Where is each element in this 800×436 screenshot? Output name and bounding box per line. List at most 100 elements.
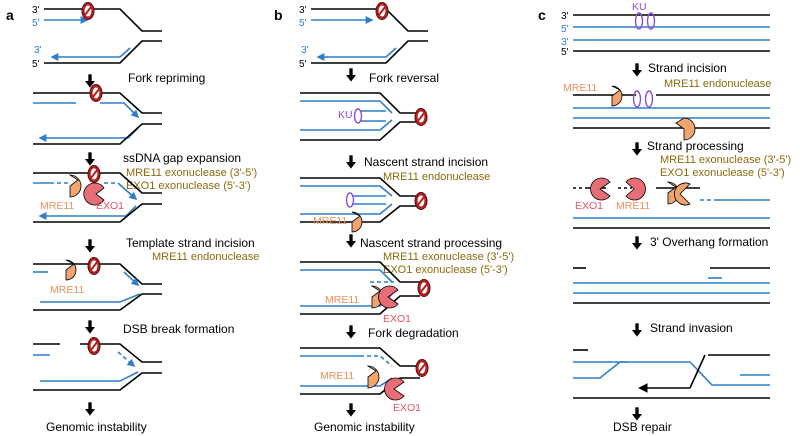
lesion-icon bbox=[89, 83, 103, 103]
protein-label-mre11: MRE11 bbox=[313, 215, 347, 227]
mre11-icon bbox=[68, 174, 82, 198]
down-arrow-icon bbox=[346, 68, 356, 82]
panel-a-stage2 bbox=[33, 83, 162, 145]
ku-icon bbox=[646, 12, 656, 30]
end-label-3prime: 3' bbox=[561, 37, 569, 48]
protein-label-mre11: MRE11 bbox=[320, 370, 354, 382]
step-label: Fork reversal bbox=[369, 71, 439, 85]
end-label-3prime: 3' bbox=[301, 45, 309, 56]
lesion-icon bbox=[415, 358, 429, 378]
panel-a-stage1-fork: 3' 5' 3' 5' bbox=[32, 1, 162, 70]
end-label-3prime: 3' bbox=[561, 11, 569, 22]
end-label-5prime: 5' bbox=[561, 24, 569, 35]
protein-label-exo1: EXO1 bbox=[96, 200, 124, 212]
exo1-icon bbox=[378, 285, 399, 309]
protein-label-ku: KU bbox=[338, 109, 353, 121]
down-arrow-icon bbox=[346, 234, 356, 248]
panel-c-stage4 bbox=[573, 267, 770, 304]
exo1-icon bbox=[590, 177, 611, 201]
ku-icon bbox=[644, 90, 654, 108]
panel-c: c 3' 5' 3' 5' KU Strand incision MRE11 e… bbox=[538, 1, 791, 434]
enzyme-note: EXO1 exonuclease (5'-3') bbox=[126, 180, 251, 192]
ku-icon bbox=[353, 108, 363, 124]
exo1-icon bbox=[625, 177, 646, 201]
panel-c-stage3: EXO1 MRE11 bbox=[573, 177, 770, 229]
step-label: Nascent strand incision bbox=[364, 155, 488, 169]
protein-label-mre11: MRE11 bbox=[50, 284, 84, 296]
down-arrow-icon bbox=[85, 402, 95, 416]
panel-b-label: b bbox=[274, 7, 283, 23]
step-label: Fork degradation bbox=[368, 326, 459, 340]
lesion-icon bbox=[87, 336, 101, 356]
down-arrow-icon bbox=[346, 325, 356, 339]
lesion-icon bbox=[417, 278, 431, 298]
protein-label-mre11: MRE11 bbox=[616, 200, 650, 212]
step-label: Fork repriming bbox=[128, 71, 205, 85]
down-arrow-icon bbox=[632, 236, 642, 250]
enzyme-note: MRE11 exonuclease (3'-5') bbox=[126, 167, 257, 179]
step-label: Genomic instability bbox=[314, 420, 415, 434]
protein-label-mre11: MRE11 bbox=[563, 82, 597, 94]
panel-c-label: c bbox=[538, 7, 546, 23]
panel-b-stage5: MRE11 EXO1 bbox=[300, 347, 429, 414]
down-arrow-icon bbox=[632, 63, 642, 77]
step-label: Strand invasion bbox=[650, 321, 733, 335]
step-label: Template strand incision bbox=[126, 236, 255, 250]
end-label-3prime: 3' bbox=[299, 5, 307, 16]
mre11-icon bbox=[674, 182, 691, 206]
step-label: Genomic instability bbox=[46, 420, 147, 434]
down-arrow-icon bbox=[85, 152, 95, 166]
protein-label-exo1: EXO1 bbox=[383, 313, 411, 325]
mre11-icon bbox=[366, 365, 380, 389]
step-label: Strand incision bbox=[648, 61, 727, 75]
ku-icon bbox=[634, 12, 644, 30]
panel-b-stage2: KU bbox=[300, 92, 428, 141]
down-arrow-icon bbox=[346, 403, 356, 417]
step-label: DSB repair bbox=[613, 420, 672, 434]
enzyme-note: MRE11 exonuclease (3'-5') bbox=[383, 251, 514, 263]
down-arrow-icon bbox=[85, 320, 95, 334]
panel-a-stage4: MRE11 bbox=[33, 256, 162, 311]
panel-b-stage3: MRE11 bbox=[300, 177, 428, 233]
step-label: ssDNA gap expansion bbox=[123, 151, 241, 165]
lesion-icon bbox=[81, 1, 95, 21]
end-label-5prime: 5' bbox=[561, 47, 569, 58]
lesion-icon bbox=[87, 164, 101, 184]
end-label-5prime: 5' bbox=[32, 59, 40, 70]
down-arrow-icon bbox=[632, 407, 642, 421]
ku-icon bbox=[632, 90, 642, 108]
panel-a: a 3' 5' 3' 5' Fork repriming ssDNA gap e… bbox=[6, 1, 259, 434]
protein-label-mre11: MRE11 bbox=[325, 294, 359, 306]
mre11-icon bbox=[675, 117, 696, 141]
enzyme-note: EXO1 exonuclease (5'-3') bbox=[383, 264, 508, 276]
panel-a-label: a bbox=[6, 7, 14, 23]
end-label-5prime: 5' bbox=[299, 59, 307, 70]
end-label-3prime: 3' bbox=[32, 5, 40, 16]
step-label: DSB break formation bbox=[123, 322, 234, 336]
protein-label-ku: KU bbox=[632, 1, 647, 13]
protein-label-mre11: MRE11 bbox=[40, 200, 74, 212]
enzyme-note: MRE11 exonuclease (3'-5') bbox=[660, 154, 791, 166]
lesion-icon bbox=[87, 256, 101, 276]
mre11-icon bbox=[351, 211, 363, 233]
ku-icon bbox=[345, 192, 355, 208]
mre11-icon bbox=[65, 259, 77, 281]
lesion-icon bbox=[414, 191, 428, 211]
enzyme-note: MRE11 endonuclease bbox=[152, 251, 259, 263]
end-label-5prime: 5' bbox=[299, 18, 307, 29]
end-label-5prime: 5' bbox=[32, 18, 40, 29]
panel-c-stage2: MRE11 bbox=[563, 82, 770, 141]
lesion-icon bbox=[375, 1, 389, 21]
mre11-icon bbox=[611, 85, 623, 107]
enzyme-note: MRE11 endonuclease bbox=[383, 171, 490, 183]
enzyme-note: MRE11 endonuclease bbox=[664, 78, 771, 90]
panel-a-stage5 bbox=[33, 336, 162, 391]
down-arrow-icon bbox=[632, 142, 642, 156]
protein-label-exo1: EXO1 bbox=[393, 402, 421, 414]
down-arrow-icon bbox=[632, 323, 642, 337]
lesion-icon bbox=[414, 107, 428, 127]
panel-b-stage4: MRE11 EXO1 bbox=[300, 261, 431, 325]
end-label-3prime: 3' bbox=[34, 45, 42, 56]
protein-label-exo1: EXO1 bbox=[575, 200, 603, 212]
